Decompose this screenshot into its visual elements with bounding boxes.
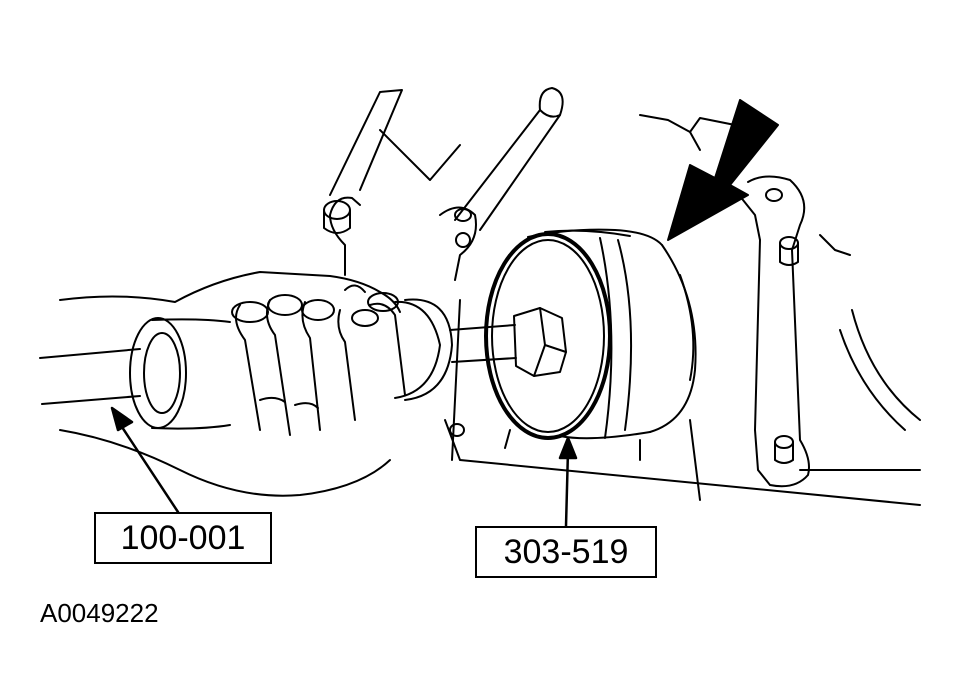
- hand: [59, 271, 406, 497]
- callout-leaders: [110, 406, 578, 528]
- slide-hammer-tool: [39, 298, 517, 430]
- seal-installer-tool: [484, 228, 697, 440]
- engine-block-outline: [329, 87, 921, 506]
- callout-label-slide-hammer: 100-001: [120, 518, 246, 557]
- forcing-screw-nut: [513, 307, 567, 377]
- figure-identifier: A0049222: [40, 598, 159, 628]
- callout-label-seal-installer: 303-519: [503, 532, 629, 571]
- force-direction-arrow: [667, 99, 779, 241]
- callout-box-slide-hammer: 100-001: [94, 512, 272, 564]
- dowel-pins: [323, 188, 799, 464]
- callout-box-seal-installer: 303-519: [475, 526, 657, 578]
